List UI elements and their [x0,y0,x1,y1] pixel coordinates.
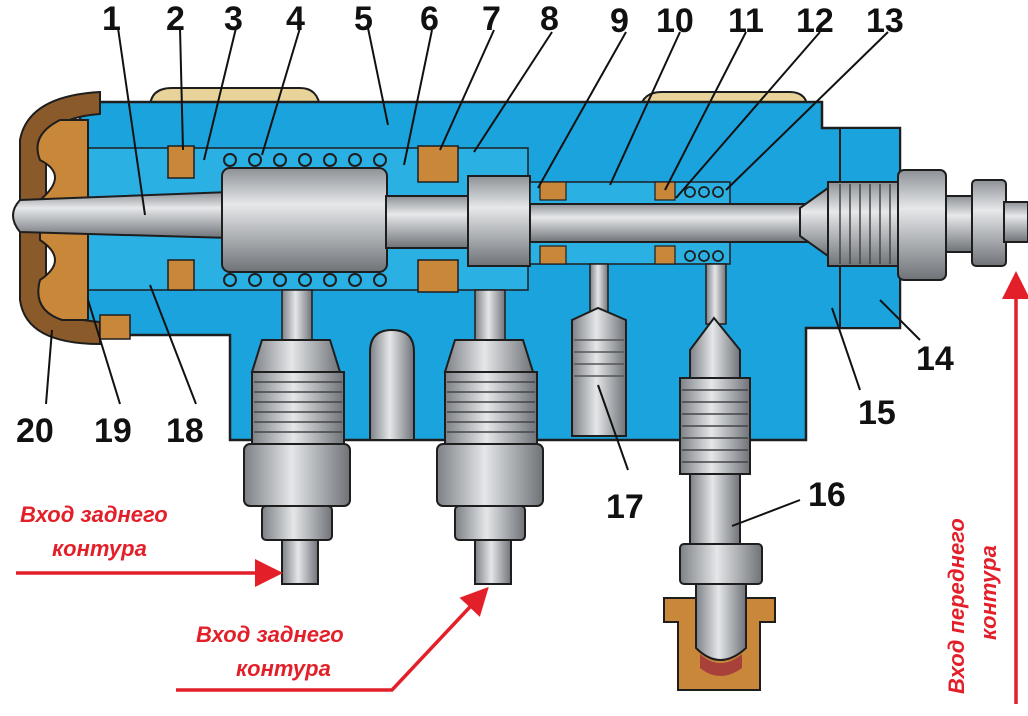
piston-rod-right [529,203,831,243]
label-3: 3 [224,0,243,38]
port-channel-4 [705,263,727,325]
seal-11-upper [654,181,676,201]
seal-lower-7 [417,259,459,293]
inlet-arrows [16,271,1028,704]
rear-fitting-1-thread [251,371,345,445]
sensor-thread-lines [574,339,624,377]
port-channel-1 [281,289,313,343]
rear-inlet-1-caption-line2: контура [52,536,147,561]
rear-fitting-1-thread-lines [254,381,342,433]
seal-11-lower [654,245,676,265]
spring-upper [223,153,387,167]
label-20: 20 [16,412,54,450]
label-14: 14 [916,340,954,378]
cap-retainer [99,314,131,340]
bleeder-rubber-end [700,654,742,676]
label-16: 16 [808,476,846,514]
right-fitting-cap [971,179,1007,267]
seal-lower-2 [167,259,195,291]
label-13: 13 [866,2,904,40]
right-tube [1003,201,1028,243]
seal-right-lower [539,245,567,265]
port-channel-2 [474,289,506,343]
rear-tube-2 [474,539,512,585]
rear-inlet-2-caption-line2: контура [236,656,331,681]
label-9: 9 [610,2,629,40]
rear-fitting-1-cone [250,339,342,373]
bleeder-body [689,473,741,545]
rear-inlet-1-caption-line1: Вход заднего [20,502,168,527]
label-15: 15 [858,394,896,432]
front-inlet-caption-line1: Вход переднего [944,518,969,694]
spring-lower [223,273,387,287]
seal-right-upper [539,181,567,201]
rear-tube-1 [281,539,319,585]
front-inlet-caption-line2: контура [976,545,1001,640]
seal-upper-2 [167,145,195,179]
seal-upper-7 [417,145,459,183]
label-2: 2 [166,0,185,38]
rear-inlet-2-caption-line1: Вход заднего [196,622,344,647]
label-18: 18 [166,412,204,450]
leader-lines [45,27,921,527]
sensor-plug [571,306,627,437]
right-fitting-nut [897,169,947,281]
label-4: 4 [286,0,305,38]
bleeder-nut [679,543,763,585]
label-8: 8 [540,0,559,38]
rear-fitting-1-collar [261,505,333,541]
piston-rod [12,190,231,240]
rear-fitting-2-nut [436,443,544,507]
label-7: 7 [482,0,501,38]
label-12: 12 [796,2,834,40]
rear-fitting-1-nut [243,443,351,507]
label-6: 6 [420,0,439,38]
rear-fitting-2-thread-lines [447,381,535,433]
label-5: 5 [354,0,373,38]
right-fitting-thread [827,181,899,267]
label-10: 10 [656,2,694,40]
rear-fitting-2-collar [454,505,526,541]
rear-inlet-2-arrow [176,586,489,692]
rear-fitting-2-thread [444,371,538,445]
label-19: 19 [94,412,132,450]
label-1: 1 [102,0,121,38]
piston-collar [467,175,531,267]
label-11: 11 [728,2,764,40]
rear-fitting-2-cone [443,339,535,373]
bleeder-tip [689,316,741,381]
piston [221,167,388,273]
right-fitting-neck [945,195,975,253]
right-thread-lines [839,184,891,264]
small-spring [684,186,724,262]
label-17: 17 [606,488,644,526]
bleeder-nozzle [695,583,747,661]
piston-neck [385,195,477,249]
bleeder-thread-lines [682,389,748,463]
blind-plug [369,328,415,441]
